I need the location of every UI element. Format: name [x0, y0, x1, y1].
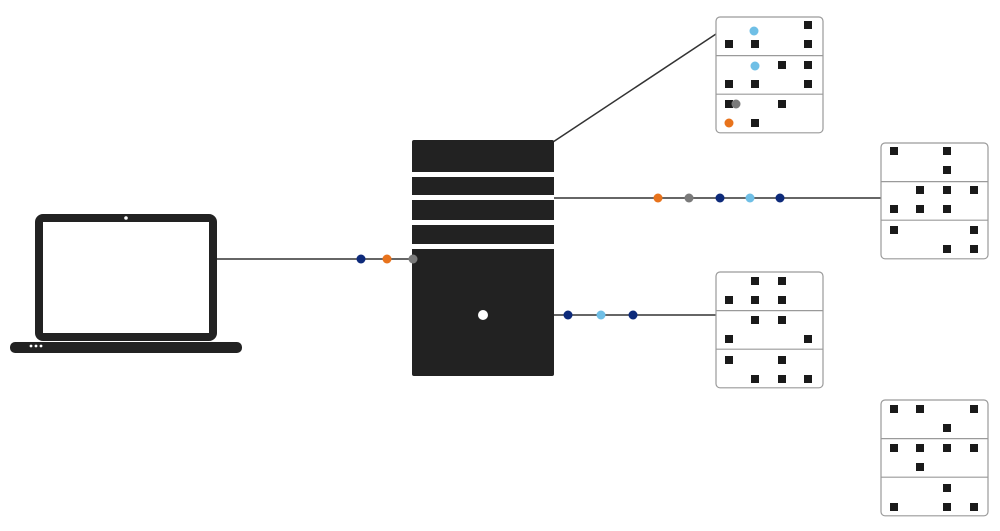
drive-indicator: [916, 186, 924, 194]
drive-indicator: [751, 40, 759, 48]
drive-indicator: [970, 405, 978, 413]
stored-packet: [724, 118, 734, 128]
drive-indicator: [804, 61, 812, 69]
drive-indicator: [916, 405, 924, 413]
drive-indicator: [943, 424, 951, 432]
drive-indicator: [943, 484, 951, 492]
laptop-icon: [10, 214, 242, 353]
link-server-rack-1: [552, 33, 717, 143]
drive-indicator: [943, 186, 951, 194]
drive-indicator: [778, 316, 786, 324]
packet-dot: [745, 193, 755, 203]
drive-indicator: [778, 375, 786, 383]
packet-dot: [563, 310, 573, 320]
drive-indicator: [778, 61, 786, 69]
drive-indicator: [943, 444, 951, 452]
packet-dot: [408, 254, 418, 264]
stored-packet: [749, 26, 759, 36]
drive-indicator: [725, 80, 733, 88]
drive-indicator: [970, 186, 978, 194]
drive-indicator: [916, 205, 924, 213]
packet-dot: [596, 310, 606, 320]
packet-dot: [653, 193, 663, 203]
drive-indicator: [725, 100, 733, 108]
rack-enclosure: [880, 142, 989, 260]
drive-indicator: [890, 205, 898, 213]
packet-dot: [628, 310, 638, 320]
drive-indicator: [943, 503, 951, 511]
drive-indicator: [804, 40, 812, 48]
drive-indicator: [916, 463, 924, 471]
drive-indicator: [970, 226, 978, 234]
drive-indicator: [778, 100, 786, 108]
storage-rack-icon: [715, 271, 824, 389]
packet-dot: [715, 193, 725, 203]
drive-indicator: [943, 205, 951, 213]
drive-indicator: [943, 245, 951, 253]
drive-indicator: [943, 147, 951, 155]
stored-packet: [750, 61, 760, 71]
packet-dot: [684, 193, 694, 203]
drive-indicator: [778, 296, 786, 304]
rack-enclosure: [880, 399, 989, 517]
storage-rack-icon: [715, 16, 824, 134]
drive-indicator: [970, 245, 978, 253]
drive-indicator: [890, 444, 898, 452]
packet-dot: [775, 193, 785, 203]
data-packets: [356, 193, 785, 320]
storage-rack-icon: [880, 399, 989, 517]
stored-packet: [731, 99, 741, 109]
drive-indicator: [890, 147, 898, 155]
drive-indicator: [804, 80, 812, 88]
server-tower-icon: [412, 140, 554, 376]
drive-indicator: [890, 226, 898, 234]
drive-indicator: [804, 375, 812, 383]
drive-indicator: [804, 21, 812, 29]
drive-indicator: [725, 296, 733, 304]
drive-indicator: [804, 335, 812, 343]
drive-indicator: [916, 444, 924, 452]
drive-indicator: [751, 296, 759, 304]
drive-indicator: [751, 375, 759, 383]
drive-indicator: [970, 503, 978, 511]
drive-indicator: [970, 444, 978, 452]
drive-indicator: [778, 356, 786, 364]
storage-racks: [715, 16, 989, 517]
storage-rack-icon: [880, 142, 989, 260]
rack-enclosure: [715, 271, 824, 389]
drive-indicator: [751, 316, 759, 324]
drive-indicator: [725, 356, 733, 364]
packet-dot: [356, 254, 366, 264]
drive-indicator: [751, 80, 759, 88]
packet-dot: [382, 254, 392, 264]
drive-indicator: [725, 40, 733, 48]
drive-indicator: [751, 277, 759, 285]
drive-indicator: [943, 166, 951, 174]
drive-indicator: [725, 335, 733, 343]
drive-indicator: [890, 405, 898, 413]
drive-indicator: [890, 503, 898, 511]
rack-enclosure: [715, 16, 824, 134]
drive-indicator: [778, 277, 786, 285]
drive-indicator: [751, 119, 759, 127]
